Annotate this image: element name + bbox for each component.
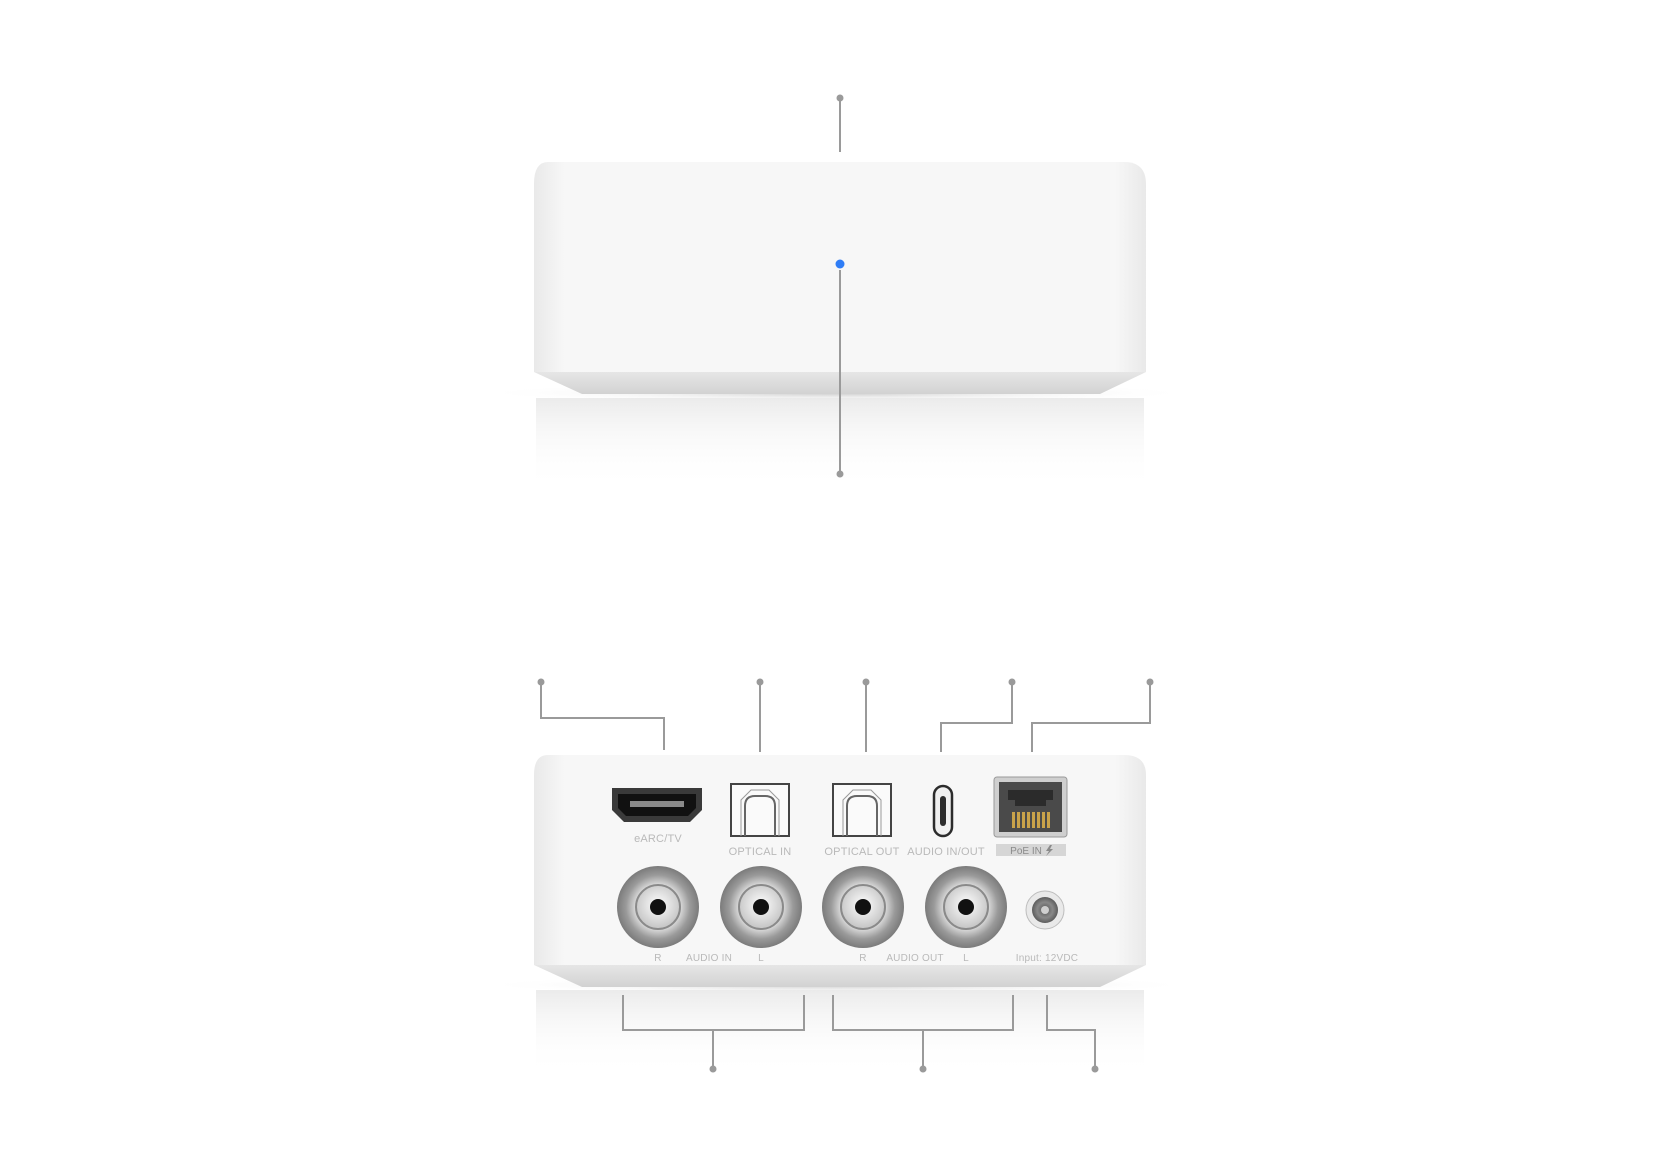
rear-view: eARC/TV OPTICAL IN OPTICAL OUT AUDIO IN/… <box>476 678 1196 1075</box>
callout-top-dot <box>836 94 844 102</box>
hdmi-port-icon <box>612 788 702 822</box>
rca-jack-icon <box>822 866 904 948</box>
rca-jack-icon <box>617 866 699 948</box>
status-led-icon <box>835 259 845 269</box>
label-audio-in-r: R <box>654 953 661 964</box>
lightning-icon <box>1046 845 1053 856</box>
rear-bevel <box>534 965 1146 987</box>
poe-label: PoE IN <box>1010 845 1053 857</box>
label-optical-out: OPTICAL OUT <box>824 846 899 858</box>
label-usb: AUDIO IN/OUT <box>907 846 985 858</box>
usb-c-port-icon <box>932 784 954 838</box>
rear-top-callout-dots <box>537 678 1154 686</box>
dc-jack-icon <box>1025 890 1065 930</box>
optical-port-icon <box>730 783 790 837</box>
label-audio-in: AUDIO IN <box>686 953 732 964</box>
label-audio-in-l: L <box>758 953 764 964</box>
front-view <box>476 94 1196 490</box>
rear-reflection <box>536 990 1144 1075</box>
label-hdmi: eARC/TV <box>634 833 682 845</box>
optical-port-icon <box>832 783 892 837</box>
rear-bottom-callout-dots <box>709 1065 1099 1073</box>
rj45-port-icon <box>993 776 1068 838</box>
callout-usb <box>940 684 1013 752</box>
callout-hdmi <box>540 684 665 750</box>
label-audio-out-r: R <box>859 953 866 964</box>
rca-jack-icon <box>925 866 1007 948</box>
label-dc-input: Input: 12VDC <box>1016 953 1078 964</box>
callout-led-dot <box>836 470 844 478</box>
rca-jack-icon <box>720 866 802 948</box>
label-audio-out: AUDIO OUT <box>886 953 943 964</box>
label-audio-out-l: L <box>963 953 969 964</box>
rear-top-callouts <box>540 684 1151 752</box>
rear-bottom-callouts <box>622 995 1096 1068</box>
label-poe: PoE IN <box>1010 846 1042 857</box>
callout-dc <box>1046 995 1096 1068</box>
label-optical-in: OPTICAL IN <box>729 846 792 858</box>
callout-poe <box>1031 684 1151 752</box>
